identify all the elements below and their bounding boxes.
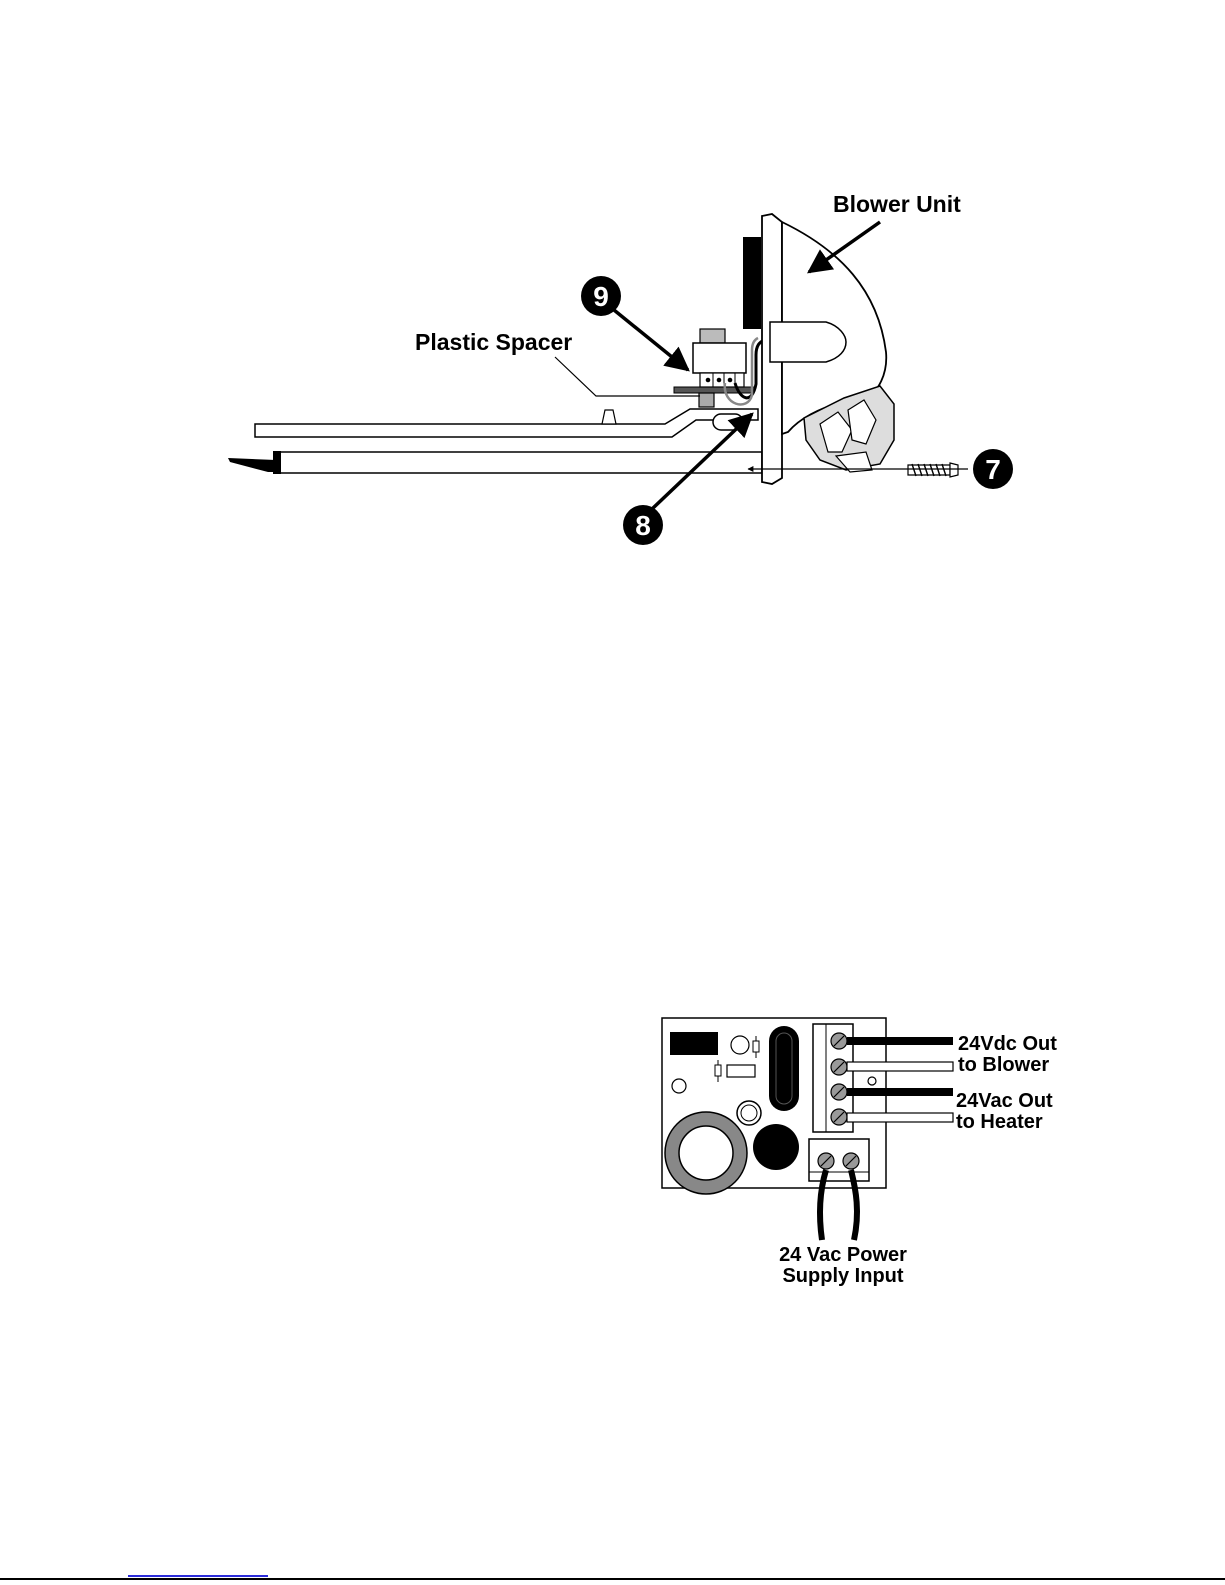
- mount-hole-left: [672, 1079, 686, 1093]
- blower-install-figure: Blower Unit Plastic Spacer 9 8 7: [228, 191, 1013, 545]
- capacitor-small: [731, 1036, 749, 1054]
- footer-rule: [0, 1578, 1225, 1580]
- input-label-line1: 24 Vac Power: [779, 1244, 907, 1266]
- callout-8: 8: [623, 505, 663, 545]
- ac-out-label-line1: 24Vac Out: [956, 1090, 1053, 1112]
- plastic-spacer-label: Plastic Spacer: [415, 329, 572, 355]
- blower-housing: [762, 214, 894, 484]
- dc-out-label-line2: to Blower: [958, 1054, 1049, 1076]
- callout-8-text: 8: [635, 510, 651, 541]
- rail-post: [602, 410, 616, 424]
- footer-link-underline[interactable]: [128, 1575, 268, 1577]
- callout-9-text: 9: [593, 281, 609, 312]
- mounting-panel: [743, 237, 761, 329]
- callout-7-text: 7: [985, 454, 1001, 485]
- relay-component: [670, 1032, 718, 1055]
- callout-7: 7: [973, 449, 1013, 489]
- callout-9: 9: [581, 276, 621, 316]
- black-component: [753, 1124, 799, 1170]
- mount-hole-right: [868, 1077, 876, 1085]
- ac-out-label-line2: to Heater: [956, 1111, 1043, 1133]
- blower-unit-label: Blower Unit: [833, 191, 961, 217]
- mounting-screw: [908, 463, 958, 477]
- ic-chip: [727, 1065, 755, 1077]
- dc-out-label-line1: 24Vdc Out: [958, 1033, 1057, 1055]
- input-terminal-block: [809, 1139, 869, 1181]
- lower-rail: [228, 451, 762, 474]
- upper-rail: [255, 409, 758, 437]
- arrow-callout-9: [614, 310, 688, 370]
- transformer-toroid: [665, 1112, 747, 1194]
- control-board-figure: 24Vdc Out to Blower 24Vac Out to Heater …: [662, 1018, 1057, 1287]
- input-label-line2: Supply Input: [782, 1265, 903, 1287]
